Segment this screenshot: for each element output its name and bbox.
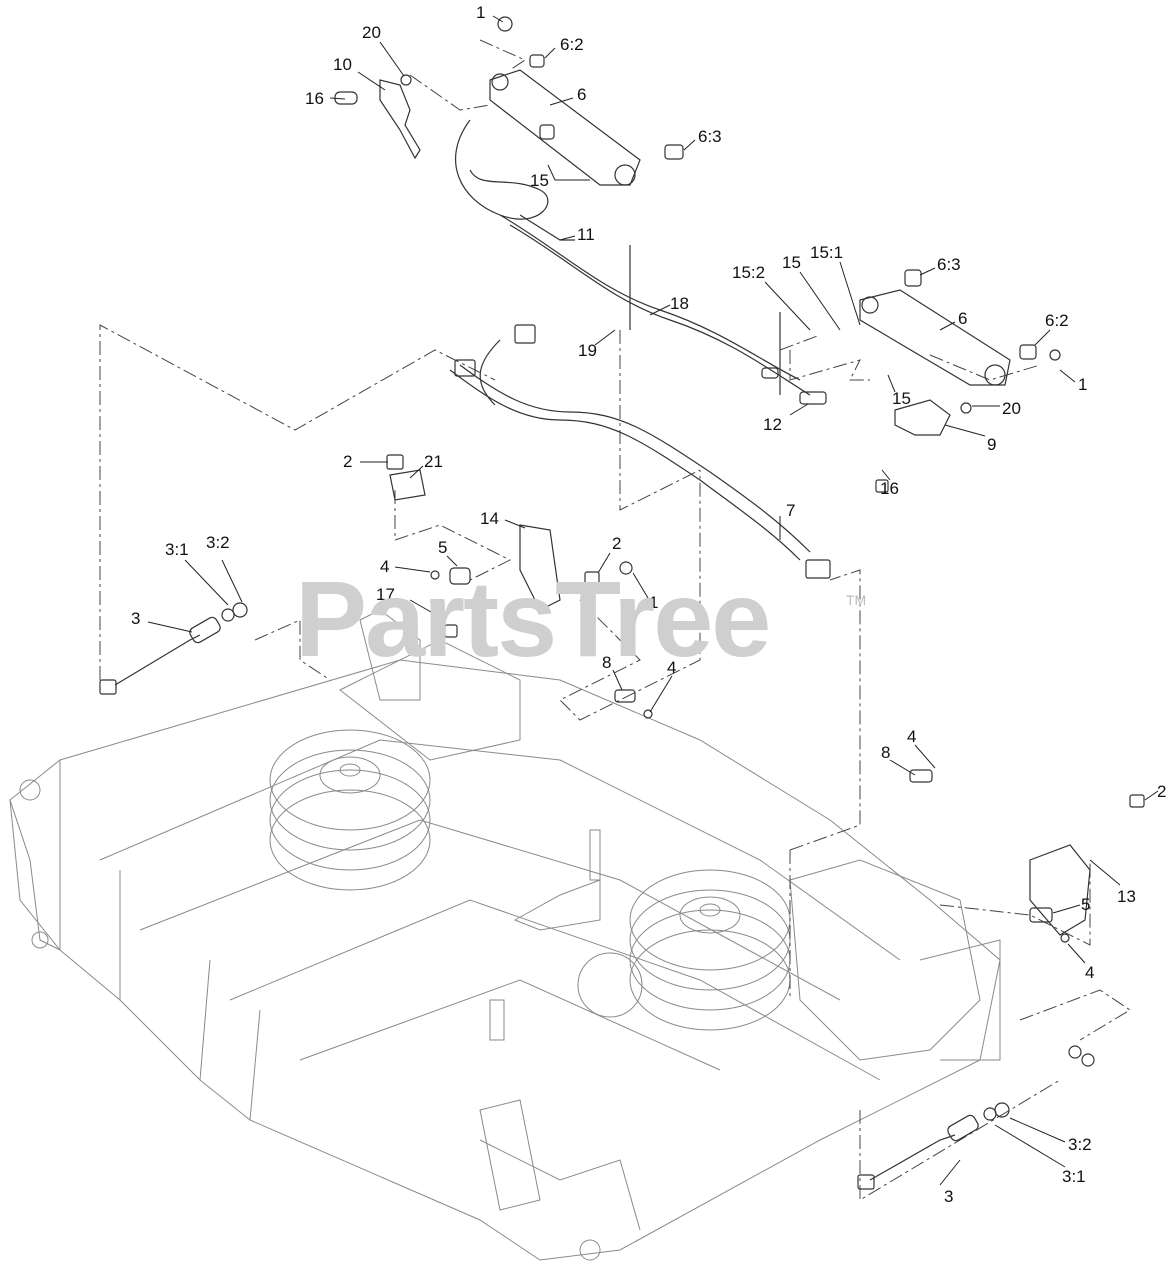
small-hardware (334, 16, 1145, 943)
wire-harness-7 (449, 324, 831, 579)
callout-16: 16 (305, 89, 324, 108)
callout-6-2: 6:2 (560, 35, 584, 54)
callout-4: 4 (380, 557, 389, 576)
callout-1: 1 (649, 593, 658, 612)
brackets-and-rods (379, 79, 1095, 1067)
callout-14: 14 (480, 509, 499, 528)
callout-13: 13 (1117, 887, 1136, 906)
hydraulic-hoses-11 (454, 119, 827, 405)
left-lift-cylinder (489, 54, 684, 186)
callout-12: 12 (763, 415, 782, 434)
callout-3-2: 3:2 (206, 533, 230, 552)
callout-10: 10 (333, 55, 352, 74)
callout-1: 1 (1078, 375, 1087, 394)
callout-7: 7 (786, 501, 795, 520)
callout-1: 1 (476, 3, 485, 22)
callout-6-3: 6:3 (937, 255, 961, 274)
callout-15: 15 (530, 171, 549, 190)
callout-4: 4 (1085, 963, 1094, 982)
callout-11: 11 (577, 225, 595, 244)
assembly-dash-lines (99, 39, 1131, 1201)
callout-18: 18 (670, 294, 689, 313)
callout-2: 2 (1157, 782, 1166, 801)
callout-6-2: 6:2 (1045, 311, 1069, 330)
callout-6: 6 (958, 309, 967, 328)
callout-2: 2 (343, 452, 352, 471)
right-pulley (629, 869, 791, 1031)
watermark-trademark: TM (846, 592, 867, 608)
callout-3-2: 3:2 (1068, 1135, 1092, 1154)
callout-2: 2 (612, 534, 621, 553)
callout-15-1: 15:1 (810, 243, 843, 262)
leader-lines (147, 15, 1159, 1186)
mower-deck-frame (9, 609, 1001, 1261)
callout-20: 20 (1002, 399, 1021, 418)
callout-4: 4 (907, 727, 916, 746)
callout-15: 15 (892, 389, 911, 408)
callout-8: 8 (881, 743, 890, 762)
callout-6: 6 (577, 85, 586, 104)
callout-15: 15 (782, 253, 801, 272)
right-lift-cylinder (859, 269, 1061, 386)
callout-16: 16 (880, 479, 899, 498)
callout-3: 3 (944, 1187, 953, 1206)
callout-20: 20 (362, 23, 381, 42)
callout-5: 5 (438, 538, 447, 557)
callout-8: 8 (602, 653, 611, 672)
partstree-watermark: PartsTree (295, 558, 771, 679)
callout-5: 5 (1081, 895, 1090, 914)
callout-19: 19 (578, 341, 597, 360)
sensors-3 (99, 602, 1010, 1190)
callout-9: 9 (987, 435, 996, 454)
callout-17: 17 (376, 585, 395, 604)
callout-3: 3 (131, 609, 140, 628)
callout-3-1: 3:1 (1062, 1167, 1086, 1186)
callout-21: 21 (424, 452, 443, 471)
callout-3-1: 3:1 (165, 540, 189, 559)
callout-labels: 1 20 6:2 10 6 16 6:3 15 11 15:1 15:2 15 … (131, 3, 1166, 1206)
callout-4: 4 (667, 658, 676, 677)
callout-15-2: 15:2 (732, 263, 765, 282)
callout-6-3: 6:3 (698, 127, 722, 146)
left-pulley (269, 729, 431, 891)
